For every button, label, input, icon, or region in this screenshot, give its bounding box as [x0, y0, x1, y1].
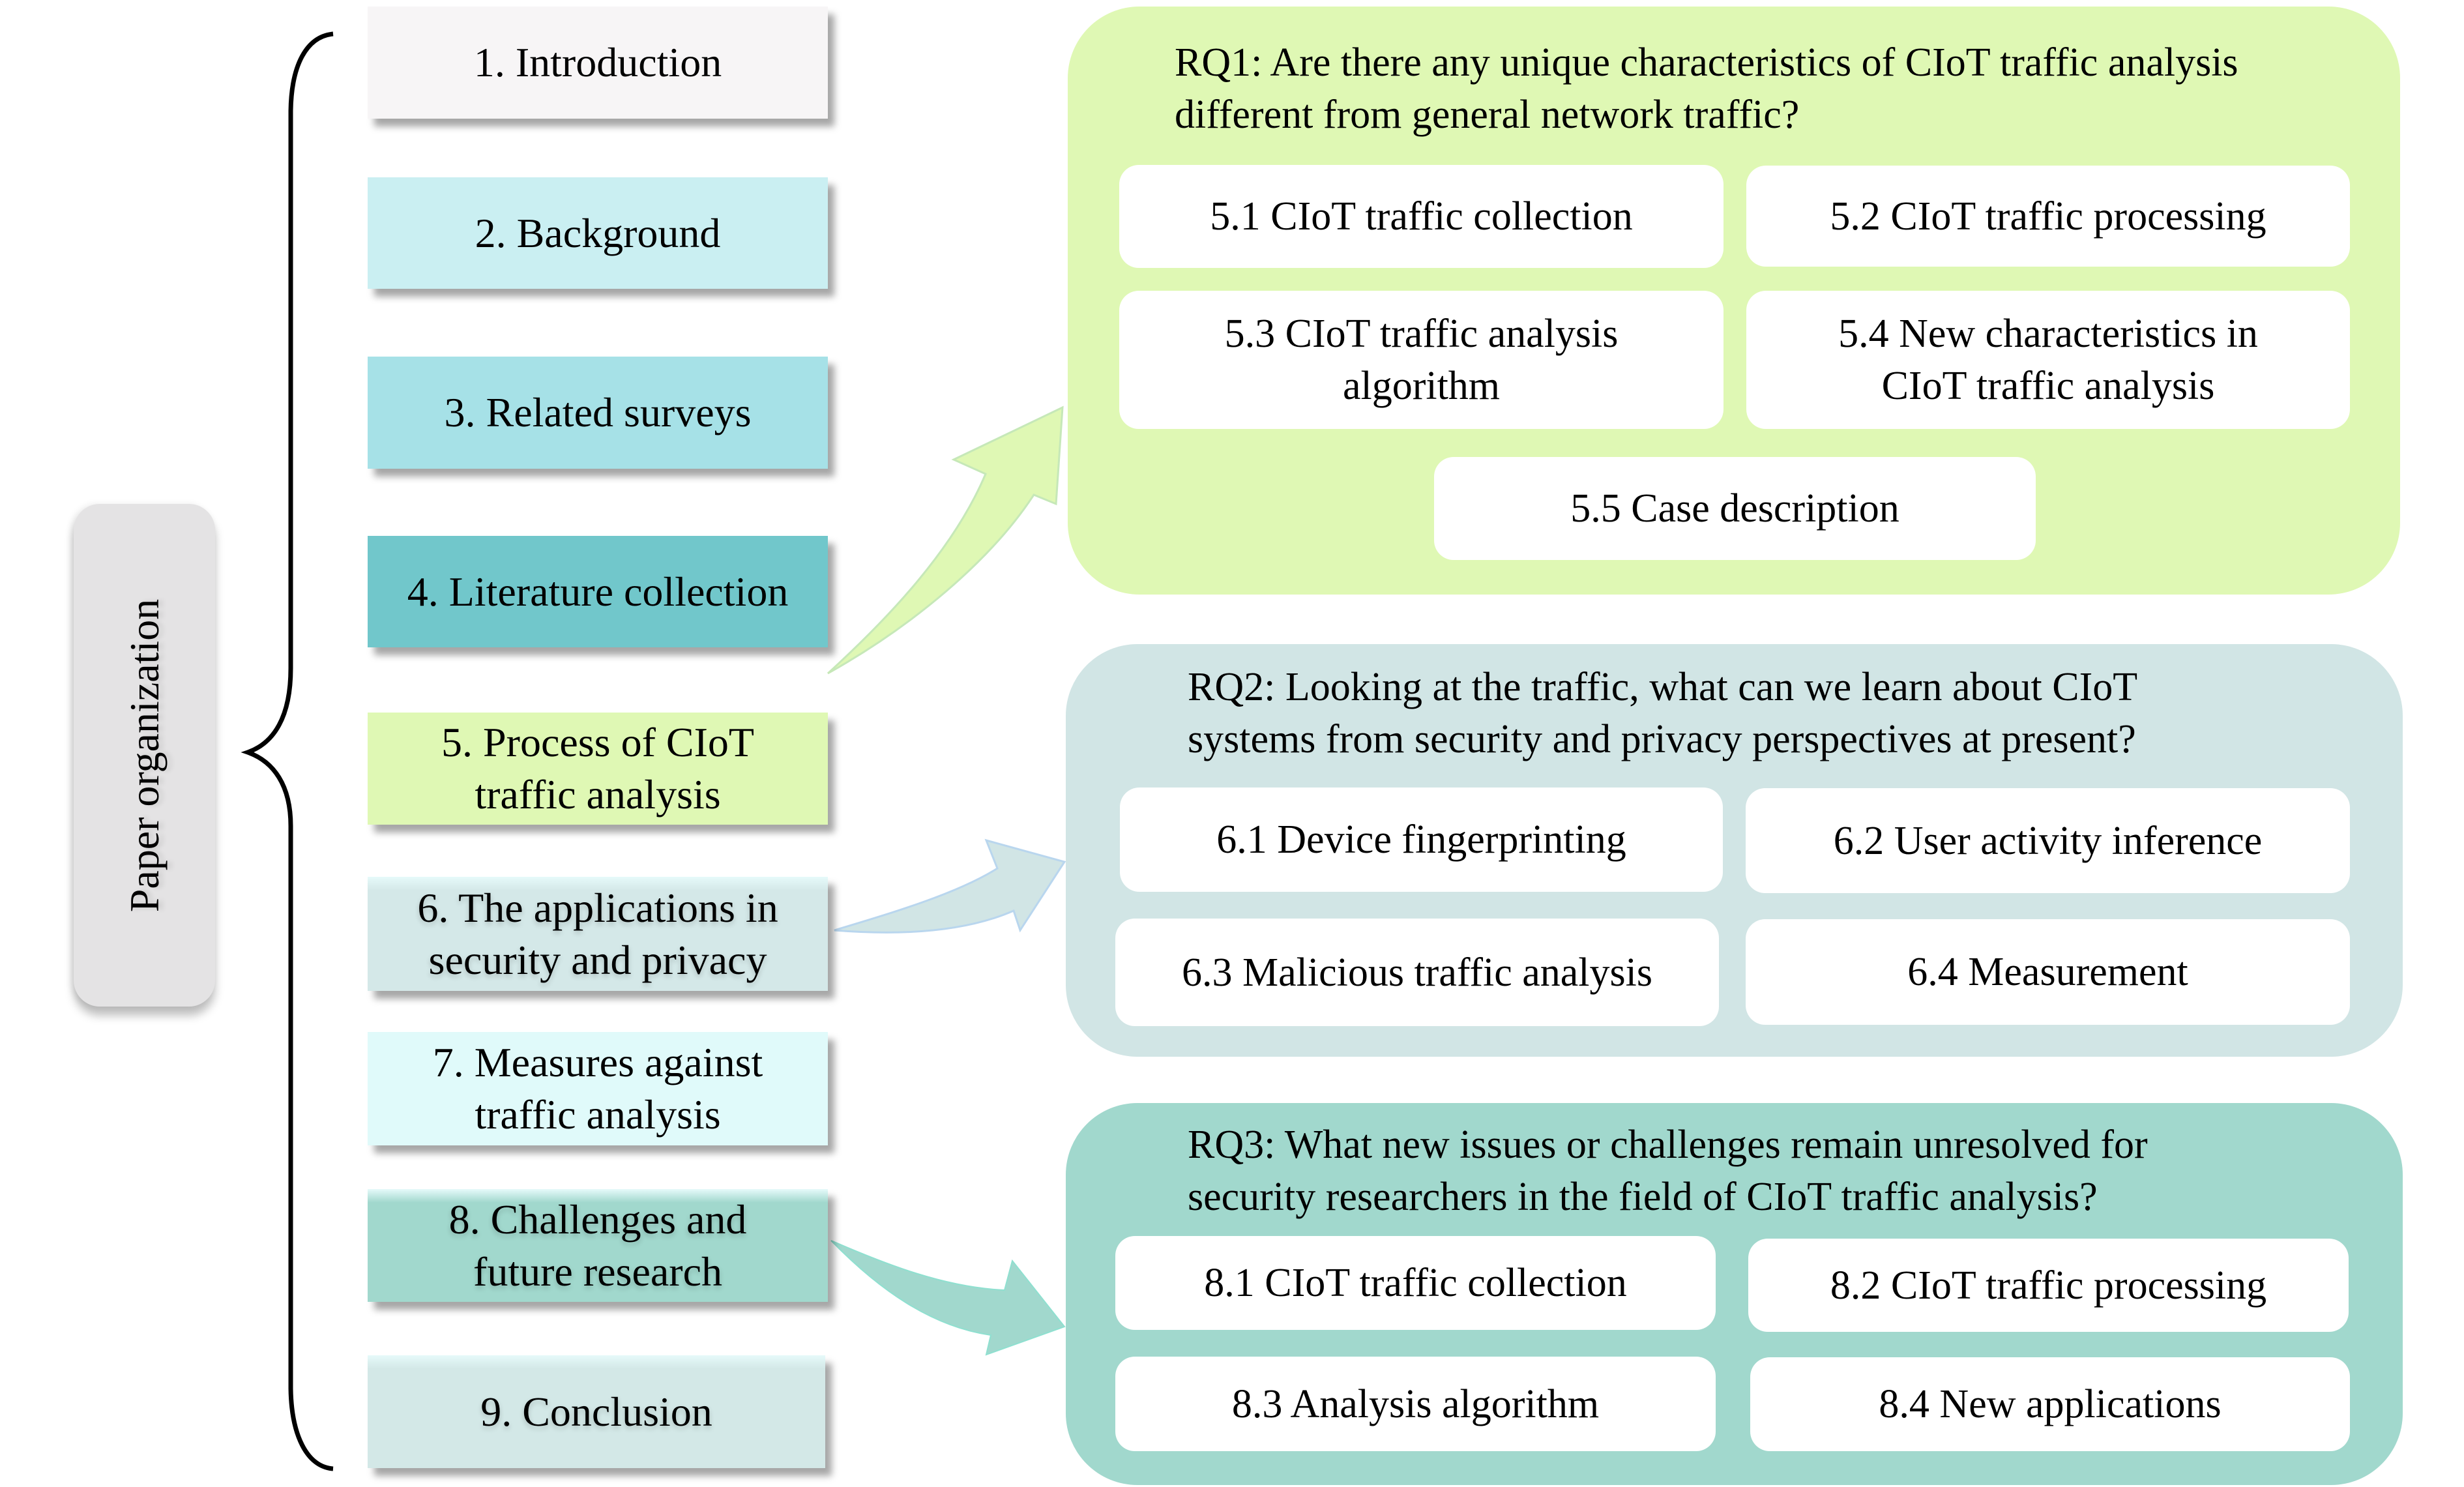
- rq2-title-line2: systems from security and privacy perspe…: [1188, 717, 2136, 761]
- subsection-5-1[interactable]: 5.1 CIoT traffic collection: [1119, 165, 1723, 268]
- section-box-2[interactable]: 2. Background: [368, 177, 828, 289]
- section-box-7[interactable]: 7. Measures against traffic analysis: [368, 1032, 828, 1145]
- rq3-title-line2: security researchers in the field of CIo…: [1188, 1175, 2098, 1219]
- subsection-5-3[interactable]: 5.3 CIoT traffic analysis algorithm: [1119, 291, 1723, 429]
- subsection-6-4[interactable]: 6.4 Measurement: [1746, 919, 2350, 1025]
- subsection-label-line1: 5.4 New characteristics in: [1838, 312, 2258, 356]
- section-box-5[interactable]: 5. Process of CIoT traffic analysis: [368, 713, 828, 825]
- section-label-line1: 8. Challenges and: [448, 1196, 747, 1243]
- rq2-title: RQ2: Looking at the traffic, what can we…: [1188, 661, 2361, 765]
- subsection-label: 6.3 Malicious traffic analysis: [1181, 950, 1653, 995]
- section-label: 1. Introduction: [473, 39, 722, 85]
- subsection-label: 8.3 Analysis algorithm: [1231, 1381, 1600, 1426]
- subsection-6-1[interactable]: 6.1 Device fingerprinting: [1120, 788, 1723, 892]
- subsection-8-1[interactable]: 8.1 CIoT traffic collection: [1115, 1236, 1716, 1330]
- section-label-line2: future research: [473, 1248, 722, 1295]
- subsection-label: 5.2 CIoT traffic processing: [1830, 194, 2266, 239]
- rq2-title-line1: RQ2: Looking at the traffic, what can we…: [1188, 665, 2138, 709]
- section-box-3[interactable]: 3. Related surveys: [368, 357, 828, 469]
- section-label-line1: 6. The applications in: [417, 884, 778, 931]
- subsection-5-4[interactable]: 5.4 New characteristics in CIoT traffic …: [1746, 291, 2350, 429]
- section-label-line2: security and privacy: [428, 936, 767, 983]
- subsection-5-2[interactable]: 5.2 CIoT traffic processing: [1746, 166, 2350, 267]
- subsection-6-2[interactable]: 6.2 User activity inference: [1746, 788, 2350, 893]
- subsection-label: 8.4 New applications: [1879, 1382, 2222, 1426]
- section-label-line1: 7. Measures against: [432, 1039, 763, 1085]
- root-node-paper-organization: Paper organization: [74, 504, 215, 1007]
- curly-brace: [241, 31, 334, 1471]
- arrow-section8-to-rq3: [830, 1240, 1066, 1356]
- section-label-line2: traffic analysis: [475, 771, 721, 817]
- section-label-line2: traffic analysis: [475, 1091, 721, 1138]
- rq1-title: RQ1: Are there any unique characteristic…: [1175, 37, 2381, 141]
- subsection-label-line2: algorithm: [1342, 364, 1501, 408]
- section-label: 2. Background: [475, 209, 721, 256]
- section-label: 9. Conclusion: [480, 1388, 712, 1435]
- arrow-section5-to-rq1: [827, 405, 1064, 675]
- subsection-label: 8.1 CIoT traffic collection: [1204, 1261, 1627, 1305]
- rq1-title-line2: different from general network traffic?: [1175, 93, 1800, 137]
- section-box-9[interactable]: 9. Conclusion: [368, 1355, 825, 1468]
- subsection-8-3[interactable]: 8.3 Analysis algorithm: [1115, 1357, 1716, 1451]
- arrow-section6-to-rq2: [834, 838, 1066, 934]
- subsection-label: 8.2 CIoT traffic processing: [1830, 1263, 2267, 1308]
- subsection-label-line2: CIoT traffic analysis: [1881, 364, 2215, 408]
- rq3-title: RQ3: What new issues or challenges remai…: [1188, 1119, 2361, 1223]
- subsection-8-2[interactable]: 8.2 CIoT traffic processing: [1748, 1239, 2349, 1332]
- section-box-8[interactable]: 8. Challenges and future research: [368, 1189, 828, 1302]
- section-box-1[interactable]: 1. Introduction: [368, 7, 828, 119]
- subsection-5-5[interactable]: 5.5 Case description: [1434, 457, 2036, 560]
- subsection-label: 6.1 Device fingerprinting: [1216, 817, 1626, 862]
- section-box-4[interactable]: 4. Literature collection: [368, 536, 828, 647]
- section-label: 3. Related surveys: [444, 389, 752, 435]
- subsection-label: 6.4 Measurement: [1907, 950, 2188, 994]
- subsection-8-4[interactable]: 8.4 New applications: [1750, 1357, 2350, 1451]
- subsection-6-3[interactable]: 6.3 Malicious traffic analysis: [1115, 919, 1719, 1026]
- section-label-line1: 5. Process of CIoT: [441, 719, 754, 765]
- subsection-label: 5.1 CIoT traffic collection: [1210, 194, 1633, 239]
- subsection-label: 5.5 Case description: [1570, 486, 1899, 531]
- subsection-label: 6.2 User activity inference: [1833, 818, 2263, 863]
- rq3-title-line1: RQ3: What new issues or challenges remai…: [1188, 1123, 2148, 1167]
- section-label: 4. Literature collection: [407, 568, 789, 615]
- section-box-6[interactable]: 6. The applications in security and priv…: [368, 877, 828, 991]
- rq1-title-line1: RQ1: Are there any unique characteristic…: [1175, 40, 2238, 85]
- subsection-label-line1: 5.3 CIoT traffic analysis: [1224, 312, 1619, 356]
